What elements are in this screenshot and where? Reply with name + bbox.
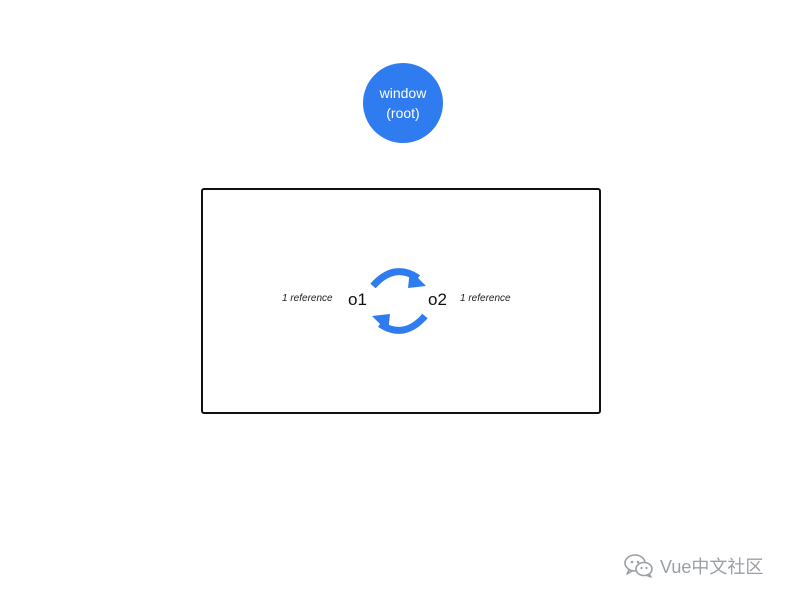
wechat-icon bbox=[624, 554, 653, 578]
object-o2-label: o2 bbox=[428, 290, 447, 309]
o2-reference-count: 1 reference bbox=[460, 293, 511, 304]
circular-arrows-icon bbox=[370, 268, 428, 334]
watermark: Vue中文社区 bbox=[624, 553, 763, 579]
root-node-label-line1: window bbox=[379, 85, 427, 101]
o1-reference-count: 1 reference bbox=[282, 293, 333, 304]
window-root-node: window (root) bbox=[363, 63, 443, 143]
watermark-text: Vue中文社区 bbox=[660, 557, 764, 577]
cycle-arrowhead-bottom bbox=[372, 314, 390, 332]
object-o1-label: o1 bbox=[348, 290, 367, 309]
cycle-arrowhead-top bbox=[408, 270, 426, 288]
unreachable-scope-box bbox=[201, 188, 601, 414]
root-node-label-line2: (root) bbox=[386, 105, 420, 121]
